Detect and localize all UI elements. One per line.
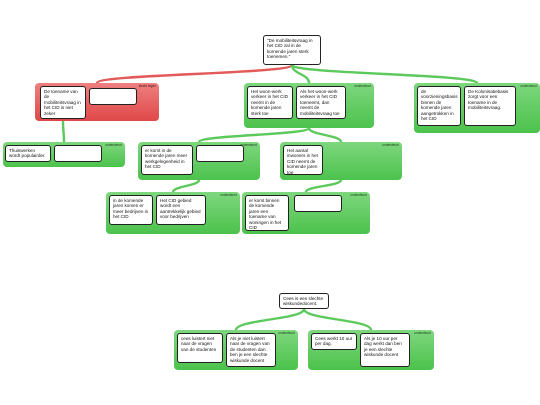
node-c2[interactable]: Het CID gebied wordt een aantrekkelijk g… — [156, 195, 206, 225]
link-root-b1 — [290, 63, 311, 85]
node-root-bottom[interactable]: Cees is een slechte wiskundedocent. — [279, 293, 329, 309]
node-b4[interactable]: Het aantal inwoners in het CID neemt de … — [283, 145, 323, 175]
node-e1[interactable]: cees luistert niet naar de vragen van de… — [177, 333, 223, 363]
link-a1-a2 — [61, 119, 66, 144]
link-b4-c3 — [304, 178, 343, 194]
node-e2[interactable]: Als je niet luistert naar de vragen van … — [226, 333, 276, 367]
node-b2[interactable]: Als het woon-werk verkeer in het CID toe… — [296, 86, 346, 119]
link-root-d1 — [290, 63, 479, 85]
node-c1[interactable]: in de komende jaren komen er meer bedrij… — [109, 195, 153, 225]
node-a2-blank[interactable] — [54, 145, 102, 162]
link-rootb-e3 — [302, 307, 373, 332]
node-b1[interactable]: Het woon-werk verkeer in het CID neemt i… — [247, 86, 293, 119]
node-b3[interactable]: er komt in de komende jaren meer werkgel… — [141, 145, 193, 175]
node-c3-blank[interactable] — [294, 195, 342, 212]
node-b3-blank[interactable] — [196, 145, 244, 162]
link-b1-b3 — [197, 126, 311, 144]
node-e4[interactable]: Als je 10 uur per dag werkt dan ben je e… — [360, 333, 410, 367]
node-d1[interactable]: de voorzieningsbasis binnen de komende j… — [417, 86, 461, 126]
node-e3[interactable]: Cees werkt 10 uur per dag. — [311, 333, 357, 350]
link-root-a1 — [95, 63, 294, 85]
link-rootb-e1 — [234, 307, 306, 332]
link-b3-c1 — [171, 178, 201, 194]
node-root-top[interactable]: "De mobiliteitsvraag in het CID zal in d… — [263, 35, 321, 65]
node-d2[interactable]: De Kolonisatiebasis zorgt voor een toena… — [464, 86, 516, 126]
node-a2[interactable]: Thuiswerken wordt populairder. — [5, 145, 51, 162]
node-c3[interactable]: er komt binnen de komende jaren een toen… — [245, 195, 289, 231]
node-a1-blank[interactable] — [89, 88, 137, 105]
link-b1-b4 — [307, 126, 343, 144]
node-a1[interactable]: De toename van de mobiliteitsvraag in he… — [40, 86, 86, 119]
